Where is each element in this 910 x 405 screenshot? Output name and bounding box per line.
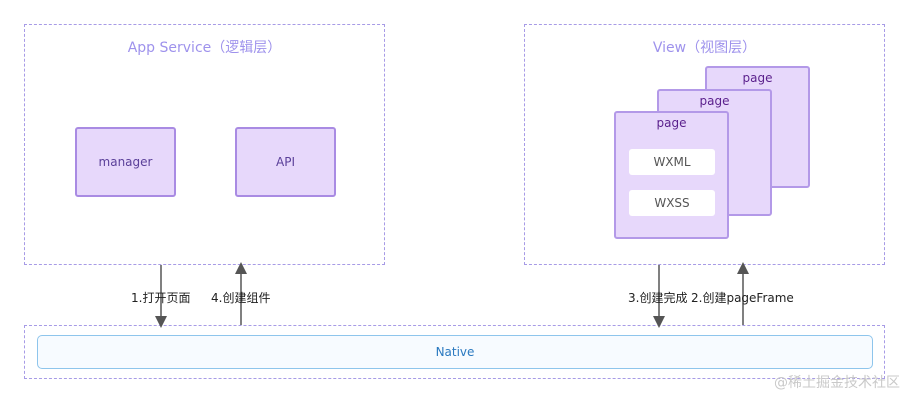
manager-box: manager [75, 127, 176, 197]
page-label: page [656, 116, 687, 130]
view-panel: View（视图层） [524, 24, 885, 265]
page-label: page [742, 71, 773, 85]
app-service-panel: App Service（逻辑层） manager API [24, 24, 385, 265]
wxml-label: WXML [629, 149, 715, 175]
open-page-label: 1.打开页面 [131, 291, 191, 305]
create-done-label: 3.创建完成 [628, 291, 688, 305]
view-title: View（视图层） [652, 40, 757, 56]
watermark: @稀土掘金技术社区 [774, 375, 900, 391]
app-service-title: App Service（逻辑层） [127, 40, 282, 56]
create-component-label: 4.创建组件 [211, 291, 271, 305]
native-bar: Native [37, 335, 873, 369]
api-box: API [235, 127, 336, 197]
page-label: page [699, 94, 730, 108]
page-card-front: page WXML WXSS [614, 111, 729, 239]
create-pageframe-label: 2.创建pageFrame [691, 291, 794, 305]
wxss-label: WXSS [629, 190, 715, 216]
native-frame [24, 325, 885, 379]
